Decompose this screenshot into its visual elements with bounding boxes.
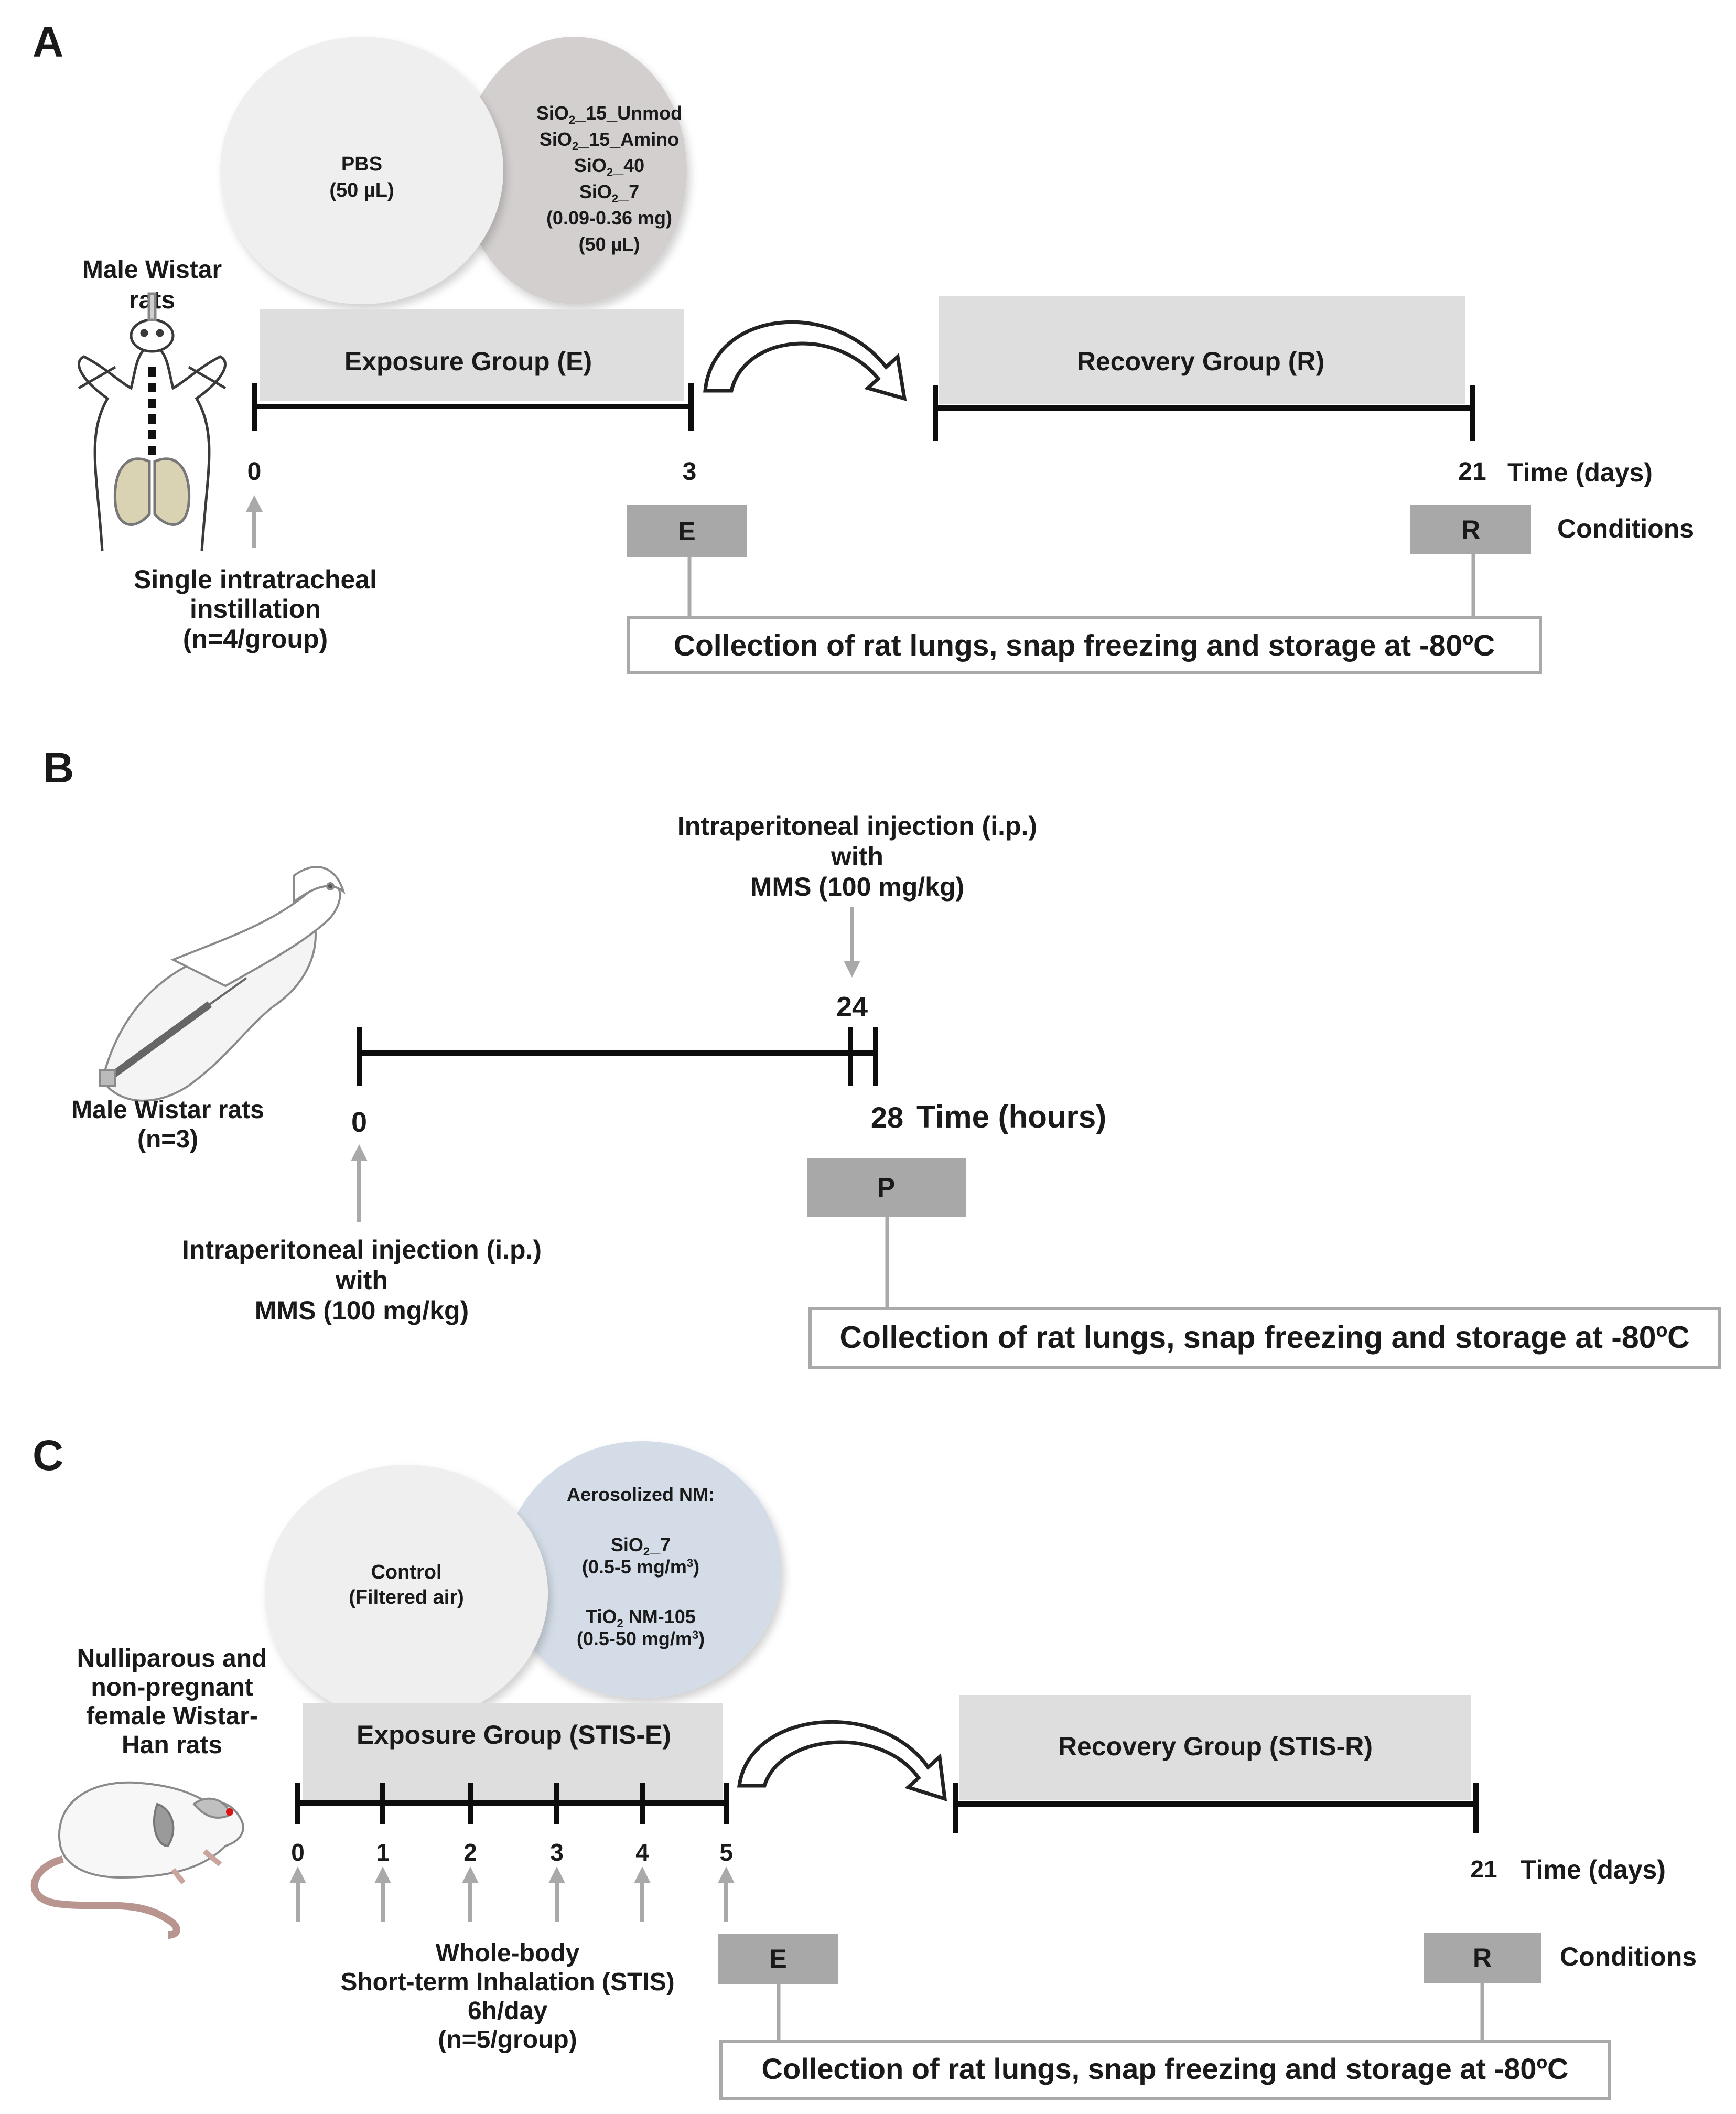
- exposure-group-label-c: Exposure Group (STIS-E): [357, 1720, 671, 1750]
- pbs-label: PBS: [341, 153, 382, 175]
- inhalation-label-1: Whole-body: [436, 1939, 580, 1967]
- recovery-group-box-a: [939, 296, 1465, 404]
- condition-box-e-c: [718, 1934, 838, 1984]
- aerosol-tio2-nm105: TiO2 NM-105: [586, 1606, 696, 1630]
- panel-label-c: C: [33, 1432, 63, 1479]
- hand-injection-illustration: [99, 866, 346, 1102]
- material-volume: (50 µL): [579, 233, 640, 255]
- tick-label-c-0: 0: [291, 1839, 305, 1866]
- tick-label-c-21: 21: [1470, 1855, 1497, 1883]
- tick-label-b-28: 28: [871, 1101, 903, 1134]
- time-axis-label-b: Time (hours): [916, 1099, 1106, 1134]
- tick-label-c-5: 5: [719, 1839, 733, 1866]
- conditions-label-a: Conditions: [1557, 514, 1694, 543]
- instillation-label-2: instillation: [190, 594, 321, 624]
- tick-label-c-2: 2: [463, 1839, 477, 1866]
- pbs-volume: (50 µL): [329, 179, 394, 201]
- condition-box-r-c: [1424, 1933, 1541, 1983]
- panel-label-b: B: [43, 744, 74, 792]
- panel-label-a: A: [33, 18, 63, 66]
- material-dose: (0.09-0.36 mg): [546, 207, 672, 229]
- collection-box-a: [627, 616, 1542, 674]
- injection-top-label-1: Intraperitoneal injection (i.p.): [677, 811, 1037, 841]
- animal-label-a-1: Male Wistar: [82, 256, 222, 284]
- exposure-group-label-a: Exposure Group (E): [344, 347, 592, 376]
- instillation-label-3: (n=4/group): [183, 624, 328, 653]
- tick-label-c-3: 3: [550, 1839, 564, 1866]
- tick-label-b-24: 24: [836, 991, 868, 1023]
- tick-label-c-1: 1: [376, 1839, 390, 1866]
- collection-label-c: Collection of rat lungs, snap freezing a…: [762, 2052, 1569, 2085]
- control-sub-label: (Filtered air): [349, 1586, 464, 1608]
- animal-label-c-4: Han rats: [122, 1731, 222, 1759]
- collection-label-a: Collection of rat lungs, snap freezing a…: [674, 629, 1495, 662]
- panel-a: A PBS (50 µL) SiO2_15_Unmod SiO2_15_Amin…: [33, 18, 1694, 674]
- inhalation-label-3: 6h/day: [468, 1997, 547, 2025]
- transition-arrow-a: [703, 320, 907, 401]
- rat-lungs-illustration: [78, 292, 227, 551]
- animal-label-b-1: Male Wistar rats: [71, 1096, 264, 1124]
- animal-label-c-1: Nulliparous and: [77, 1645, 267, 1672]
- collection-box-c: [719, 2040, 1611, 2100]
- aerosol-sio2-dose: (0.5-5 mg/m3): [582, 1556, 699, 1578]
- aerosol-sio2-7: SiO2_7: [611, 1534, 671, 1558]
- panel-c: C Control (Filtered air) Aerosolized NM:…: [30, 1432, 1697, 2100]
- condition-label-e-c: E: [769, 1944, 786, 1973]
- time-axis-label-c: Time (days): [1521, 1855, 1666, 1884]
- material-sio2-7: SiO2_7: [579, 181, 639, 205]
- instillation-label-1: Single intratracheal: [134, 565, 377, 594]
- material-sio2-15-amino: SiO2_15_Amino: [540, 128, 679, 153]
- pbs-circle: [461, 37, 687, 304]
- animal-label-b-2: (n=3): [137, 1125, 198, 1153]
- tick-label-a-21: 21: [1458, 458, 1486, 486]
- condition-label-e-a: E: [678, 517, 695, 546]
- transition-arrow-c: [737, 1720, 947, 1801]
- animal-label-c-2: non-pregnant: [91, 1673, 253, 1701]
- collection-box-b: [808, 1307, 1721, 1369]
- control-label: Control: [371, 1561, 441, 1583]
- inhalation-label-2: Short-term Inhalation (STIS): [340, 1968, 674, 1996]
- tick-label-b-0: 0: [351, 1107, 367, 1138]
- aerosol-circle: [503, 1441, 781, 1698]
- animal-label-c-3: female Wistar-: [86, 1702, 258, 1730]
- inhalation-label-4: (n=5/group): [438, 2026, 577, 2054]
- exposure-group-box-a: [260, 309, 684, 401]
- condition-box-p: [807, 1158, 966, 1217]
- condition-label-p: P: [877, 1173, 896, 1203]
- white-rat-illustration: [30, 1781, 244, 1939]
- pbs-circle-front: [220, 37, 503, 304]
- tick-label-c-4: 4: [635, 1839, 649, 1866]
- injection-top-label-2: with: [831, 842, 883, 871]
- tick-label-a-3: 3: [683, 458, 697, 486]
- recovery-group-label-a: Recovery Group (R): [1077, 347, 1324, 376]
- injection-bottom-label-1: Intraperitoneal injection (i.p.): [182, 1235, 542, 1264]
- condition-box-e-a: [627, 505, 747, 557]
- condition-label-r-c: R: [1473, 1943, 1492, 1972]
- aerosol-title: Aerosolized NM:: [567, 1484, 715, 1505]
- aerosol-tio2-dose: (0.5-50 mg/m3): [577, 1628, 705, 1649]
- collection-label-b: Collection of rat lungs, snap freezing a…: [839, 1320, 1689, 1355]
- injection-bottom-label-2: with: [335, 1265, 388, 1295]
- injection-bottom-label-3: MMS (100 mg/kg): [255, 1296, 469, 1325]
- material-sio2-40: SiO2_40: [574, 155, 644, 179]
- control-circle: [265, 1465, 548, 1722]
- condition-label-r-a: R: [1461, 515, 1480, 544]
- recovery-group-box-c: [959, 1695, 1471, 1800]
- recovery-group-label-c: Recovery Group (STIS-R): [1058, 1732, 1373, 1761]
- condition-box-r-a: [1410, 505, 1531, 554]
- material-sio2-15-unmod: SiO2_15_Unmod: [536, 102, 682, 126]
- panel-b: B Intraperitoneal injection (i.p.) with …: [43, 744, 1721, 1369]
- tick-label-a-0: 0: [247, 458, 262, 486]
- conditions-label-c: Conditions: [1560, 1942, 1697, 1971]
- exposure-group-box-c: [303, 1703, 723, 1803]
- time-axis-label-a: Time (days): [1507, 458, 1653, 487]
- injection-top-label-3: MMS (100 mg/kg): [750, 872, 964, 902]
